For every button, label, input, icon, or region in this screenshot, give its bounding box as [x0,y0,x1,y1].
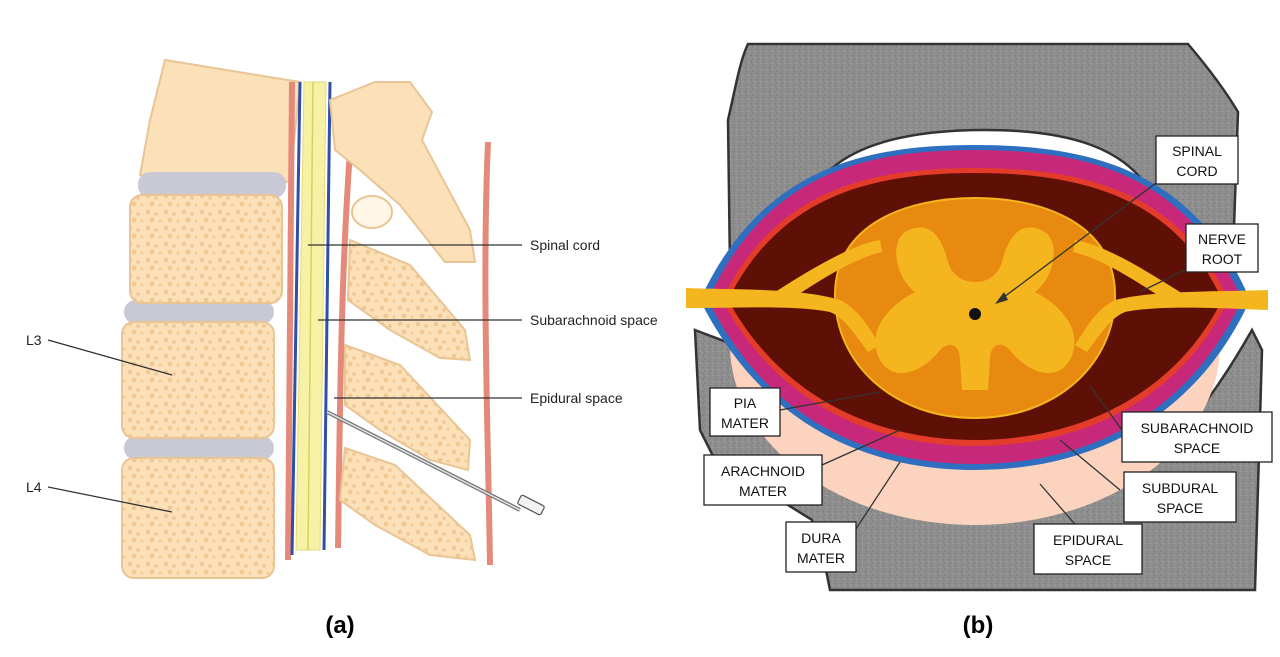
label-arachnoid-mater-line1: ARACHNOID [721,463,805,479]
label-box-nerve-root: NERVE ROOT [1185,223,1259,273]
upper-vertebral-body [138,58,302,184]
nerve-root-left-branch [775,240,882,300]
needle-hub [517,494,545,516]
label-box-pia-mater: PIA MATER [709,387,781,437]
supraspinous-ligament [482,141,493,566]
label-subarachnoid-space-line2: SPACE [1174,440,1220,456]
central-canal [969,308,981,320]
leader-epidural-space-b [1039,483,1081,531]
leader-arachnoid-mater [821,429,901,466]
intervertebral-disc-3 [124,436,274,460]
nerve-root-left [686,288,880,352]
posterior-longitudinal-ligament [285,81,295,561]
leader-subdural-space [1059,439,1121,491]
label-box-subarachnoid-space: SUBARACHNOID SPACE [1121,411,1273,463]
dura-outer-blue-2 [322,81,332,551]
label-l3: L3 [26,332,42,348]
panel-a-sagittal-lumbar-spine: Spinal cord Subarachnoid space Epidural … [26,58,658,639]
label-subdural-space-line2: SPACE [1157,500,1203,516]
leader-l4 [47,486,173,513]
label-subdural-space-line1: SUBDURAL [1142,480,1218,496]
vertebral-body-l2 [129,194,283,304]
cord-center [307,81,314,551]
label-nerve-root-line1: NERVE [1198,231,1246,247]
label-pia-mater-line1: PIA [734,395,757,411]
panel-b-axial-cross-section: SPINAL CORD NERVE ROOT PIA MATER ARACHNO… [686,42,1273,639]
intervertebral-disc-1 [138,172,286,198]
label-box-arachnoid-mater: ARACHNOID MATER [703,454,823,506]
spinous-process-l3 [344,343,472,472]
spinous-process-l4 [338,446,477,562]
lamina-upper [328,81,477,263]
caption-a: (a) [325,612,354,639]
leader-l3 [47,339,173,376]
dura-outer-blue [290,81,302,556]
leader-pia-mater [779,391,881,411]
caption-b: (b) [963,612,994,639]
label-arachnoid-mater-line2: MATER [739,483,787,499]
arrow-spinal-cord [995,292,1008,304]
vertebral-body-l4 [121,457,275,579]
label-dura-mater-line2: MATER [797,550,845,566]
label-subarachnoid-space: Subarachnoid space [530,312,658,328]
label-epidural-space: Epidural space [530,390,623,406]
label-pia-mater-line2: MATER [721,415,769,431]
nerve-root-right [1075,290,1268,352]
facet-joint [351,195,393,229]
label-box-dura-mater: DURA MATER [785,521,857,573]
vertebral-body-l3 [121,321,275,439]
label-spinal-cord-line2: CORD [1176,163,1217,179]
label-subarachnoid-space-line1: SUBARACHNOID [1141,420,1254,436]
label-epidural-space-line1: EPIDURAL [1053,532,1123,548]
label-box-spinal-cord: SPINAL CORD [1155,135,1239,185]
label-spinal-cord: Spinal cord [530,237,600,253]
leader-dura-mater [849,461,901,539]
label-spinal-cord-line1: SPINAL [1172,143,1222,159]
leader-spinal-cord-b [999,179,1161,301]
label-l4: L4 [26,479,42,495]
label-box-subdural-space: SUBDURAL SPACE [1123,471,1237,523]
label-box-epidural-space: EPIDURAL SPACE [1033,523,1143,575]
label-nerve-root-line2: ROOT [1202,251,1243,267]
label-dura-mater-line1: DURA [801,530,841,546]
spinous-process-l2 [346,238,472,362]
label-epidural-space-line2: SPACE [1065,552,1111,568]
leader-subarachnoid-space-b [1089,385,1123,431]
needle-shaft-highlight [326,411,521,511]
intervertebral-disc-2 [124,300,274,324]
